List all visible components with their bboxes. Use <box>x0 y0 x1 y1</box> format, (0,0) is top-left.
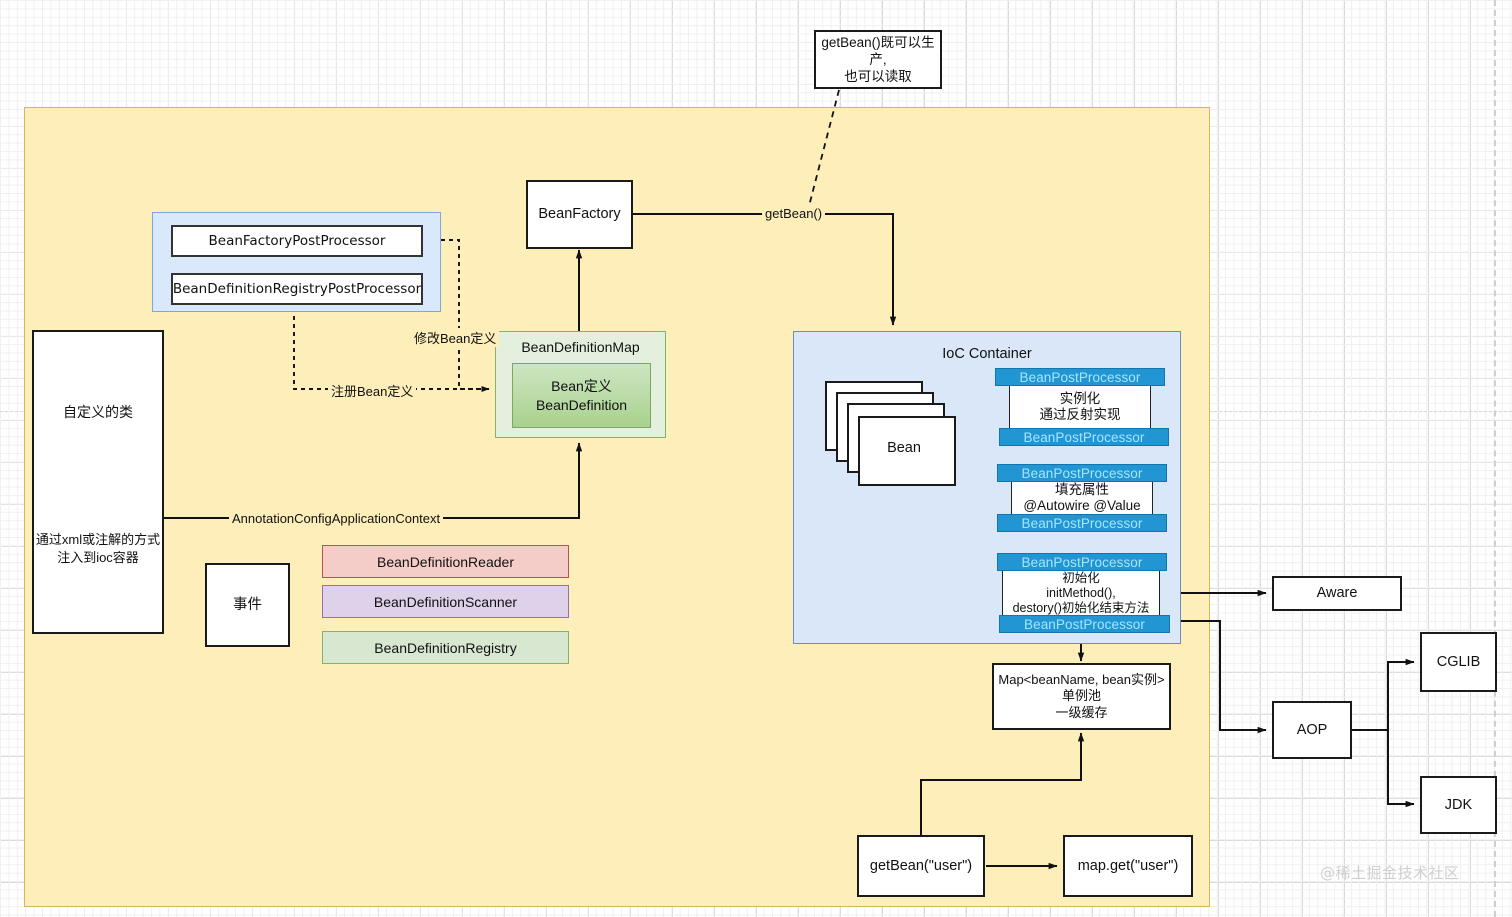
aware-box[interactable]: Aware <box>1272 576 1402 611</box>
aop-box[interactable]: AOP <box>1272 701 1352 759</box>
bean-definition-scanner-box[interactable]: BeanDefinitionScanner <box>322 585 569 618</box>
watermark: @稀土掘金技术社区 <box>1320 864 1460 882</box>
bean-definition-registry-post-processor-box[interactable]: BeanDefinitionRegistryPostProcessor <box>171 273 423 305</box>
jdk-box[interactable]: JDK <box>1420 776 1497 834</box>
custom-class-subtitle: 通过xml或注解的方式 注入到ioc容器 <box>35 532 161 565</box>
bean-definition-map-box: BeanDefinitionMap Bean定义 BeanDefinition <box>495 331 666 438</box>
page-guide-vertical <box>1494 0 1496 917</box>
bean-post-processor-bar-2[interactable]: BeanPostProcessor <box>999 428 1169 446</box>
note-getbean-box: getBean()既可以生产, 也可以读取 <box>814 30 942 89</box>
bean-definition-registry-box[interactable]: BeanDefinitionRegistry <box>322 631 569 664</box>
ioc-container-title: IoC Container <box>942 346 1032 362</box>
edge-label-register-bean-definition: 注册Bean定义 <box>328 381 417 400</box>
cglib-box[interactable]: CGLIB <box>1420 632 1497 692</box>
custom-class-box[interactable]: 自定义的类 通过xml或注解的方式 注入到ioc容器 <box>32 330 164 634</box>
bean-factory-box[interactable]: BeanFactory <box>526 180 633 249</box>
bean-definition-reader-box[interactable]: BeanDefinitionReader <box>322 545 569 578</box>
edge-label-modify-bean-definition: 修改Bean定义 <box>411 328 500 347</box>
bean-definition-inner-box: Bean定义 BeanDefinition <box>512 363 651 428</box>
bean-factory-post-processor-group: BeanFactoryPostProcessor BeanDefinitionR… <box>152 212 441 312</box>
edge-label-get-bean: getBean() <box>762 206 826 221</box>
bean-post-processor-bar-4[interactable]: BeanPostProcessor <box>997 514 1167 532</box>
bean-post-processor-bar-6[interactable]: BeanPostProcessor <box>999 615 1170 633</box>
stage-populate-properties-body: 填充属性 @Autowire @Value <box>1011 482 1153 514</box>
bean-post-processor-bar-3[interactable]: BeanPostProcessor <box>997 464 1167 482</box>
event-box[interactable]: 事件 <box>205 563 290 647</box>
get-bean-user-box[interactable]: getBean("user") <box>857 835 985 897</box>
custom-class-title: 自定义的类 <box>63 404 133 420</box>
singleton-pool-box[interactable]: Map<beanName, bean实例> 单例池 一级缓存 <box>992 663 1171 730</box>
bean-post-processor-bar-1[interactable]: BeanPostProcessor <box>995 368 1165 386</box>
bean-factory-post-processor-box[interactable]: BeanFactoryPostProcessor <box>171 225 423 257</box>
stage-initialization-body: 初始化 initMethod(), destory()初始化结束方法 <box>1002 571 1160 616</box>
bean-card-label: Bean <box>887 440 921 456</box>
bean-post-processor-bar-5[interactable]: BeanPostProcessor <box>997 553 1167 571</box>
bean-definition-map-title: BeanDefinitionMap <box>521 339 640 355</box>
edge-label-annotation-config-application-context: AnnotationConfigApplicationContext <box>229 511 444 526</box>
bean-card-stack-1 <box>858 416 956 486</box>
stage-instantiation-body: 实例化 通过反射实现 <box>1009 386 1151 428</box>
map-get-user-box[interactable]: map.get("user") <box>1063 835 1193 897</box>
